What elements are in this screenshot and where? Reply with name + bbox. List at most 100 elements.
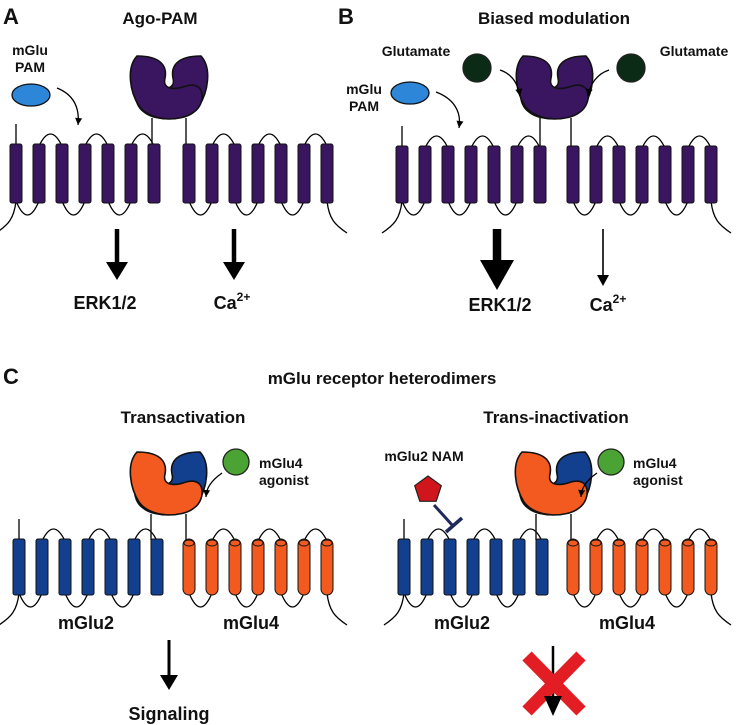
panel-b-tm-left-helix — [395, 145, 409, 204]
panel-c-left-tm-mglu2-helix — [12, 538, 26, 596]
panel-c-right-tm-mglu4-helix — [635, 538, 649, 596]
panel-c-title: mGlu receptor heterodimers — [268, 369, 497, 388]
panel-b-glutamate-right — [616, 53, 646, 83]
panel-c-left-tm-mglu4-helix — [228, 538, 242, 596]
panel-c-right-tm-mglu4-helix-cap — [567, 539, 579, 547]
panel-c-right-nam-label: mGlu2 NAM — [384, 448, 463, 464]
panel-c-right-tm-mglu2-loops — [383, 519, 543, 626]
panel-b-pam-label-line2: PAM — [349, 98, 379, 114]
panel-a-tm-right-helix — [182, 143, 196, 204]
panel-b-tm-right-helix — [635, 145, 649, 204]
panel-a-tm-right-helix — [297, 143, 311, 204]
panel-c-right-agonist-line2: agonist — [633, 472, 683, 488]
panel-c-right-subtitle: Trans-inactivation — [483, 408, 628, 427]
panel-c-right-nam-molecule — [413, 475, 443, 502]
panel-b-tm-left-helix — [510, 145, 524, 204]
panel-a-erk-arrow-head — [106, 262, 128, 280]
panel-c-left-tm-mglu4-helix — [320, 538, 334, 596]
panel-a-tm-left-helix — [9, 143, 23, 204]
panel-c-left-tm-mglu4-helix — [297, 538, 311, 596]
panel-c-left-tm-mglu4-helix — [251, 538, 265, 596]
panel-b-glutamate-right-arrow-head — [585, 88, 593, 96]
panel-c-right-tm-mglu4-helix-cap — [590, 539, 602, 547]
panel-c-left-tm-mglu4-helix-cap — [183, 539, 195, 547]
panel-c-right-tm-mglu4-helix-cap — [659, 539, 671, 547]
panel-b-pam-molecule — [390, 81, 430, 105]
panel-c-left-tm-mglu4-loops — [188, 528, 348, 626]
panel-c-letter: C — [3, 364, 19, 389]
panel-c-left-agonist-molecule — [222, 448, 250, 476]
panel-a-pam-arrow-head — [75, 117, 83, 125]
panel-a-tm-right-helix — [274, 143, 288, 204]
panel-c-right-mglu4-label: mGlu4 — [599, 613, 655, 633]
panel-c-right-tm-mglu4-helix — [589, 538, 603, 596]
panel-b-glutamate-left-label: Glutamate — [382, 43, 451, 59]
panel-c-right-blocked-arrow-head — [544, 696, 562, 716]
panel-a-tm-right-loops — [188, 133, 348, 234]
panel-b-tm-right-helix — [612, 145, 626, 204]
panel-c-left-agonist-arrow-head — [203, 489, 211, 497]
panel-b-pam-arrow — [435, 91, 461, 129]
panel-b-glutamate-left — [462, 53, 492, 83]
panel-c-left-tm-mglu4-helix — [274, 538, 288, 596]
panel-a-tm-right-helix — [320, 143, 334, 204]
panel-c-left-agonist-line1: mGlu4 — [259, 455, 303, 471]
panel-c-left-tm-mglu4-helix-cap — [298, 539, 310, 547]
panel-b-tm-left-loops — [381, 126, 541, 234]
panel-b-tm-left-helix — [464, 145, 478, 204]
panel-c-right-nam-inhibition-bar — [444, 516, 464, 534]
panel-a: A Ago-PAM mGlu PAM ERK1/2 Ca2+ — [3, 4, 250, 313]
panel-c-left-tm-mglu4-helix-cap — [321, 539, 333, 547]
panel-c-left-tm-mglu2-helix — [127, 538, 141, 596]
panel-c-right-tm-mglu4-loops — [572, 528, 732, 626]
panel-c-right-agonist-line1: mGlu4 — [633, 455, 677, 471]
panel-c-right-tm-mglu4-helix — [566, 538, 580, 596]
connectors-layer — [0, 118, 732, 626]
panel-c-right-nam-inhibition-line — [432, 503, 455, 528]
panel-b-output-erk: ERK1/2 — [468, 295, 531, 315]
panel-c-left-subtitle: Transactivation — [121, 408, 246, 427]
panel-c-right-tm-mglu2-helix — [535, 538, 549, 596]
panel-b-output-calcium: Ca2+ — [590, 292, 627, 315]
panel-c-left-tm-mglu2-helix — [81, 538, 95, 596]
panel-c-right-tm-mglu4-helix-cap — [613, 539, 625, 547]
panel-c-right-tm-mglu2-helix — [420, 538, 434, 596]
panel-c-right-tm-mglu4-helix — [658, 538, 672, 596]
panel-b-tm-right-helix — [704, 145, 718, 204]
panel-a-calcium-arrow-head — [223, 262, 245, 280]
panel-b-title: Biased modulation — [478, 9, 630, 28]
panel-b-pam-label-line1: mGlu — [346, 81, 382, 97]
panel-c-right-tm-mglu4-helix-cap — [636, 539, 648, 547]
panel-a-tm-left-helix — [147, 143, 161, 204]
panel-a-pam-molecule — [11, 83, 51, 107]
panel-c-left-tm-mglu2-helix — [58, 538, 72, 596]
panel-a-tm-right-helix — [228, 143, 242, 204]
panel-c-right-mglu2-label: mGlu2 — [434, 613, 490, 633]
panel-b-calcium-arrow-head — [597, 275, 609, 286]
panel-b-letter: B — [338, 4, 354, 29]
panel-b: B Biased modulation Glutamate Glutamate … — [338, 4, 728, 315]
panel-a-tm-left-loops — [0, 124, 155, 232]
panel-a-tm-left-helix — [55, 143, 69, 204]
panel-c-left-mglu4-label: mGlu4 — [223, 613, 279, 633]
panel-b-tm-right-helix — [658, 145, 672, 204]
panel-a-tm-right-helix — [251, 143, 265, 204]
panel-b-tm-left-helix — [533, 145, 547, 204]
panel-c-left-tm-mglu2-helix — [35, 538, 49, 596]
panel-a-pam-arrow — [56, 87, 79, 126]
panel-c-left-tm-mglu4-helix-cap — [252, 539, 264, 547]
panel-c-left-tm-mglu2-helix — [150, 538, 164, 596]
panel-b-tm-right-helix — [566, 145, 580, 204]
panel-a-tm-left-helix — [101, 143, 115, 204]
panel-a-tm-right-helix — [205, 143, 219, 204]
panel-c-right-agonist-molecule — [597, 448, 625, 476]
panel-c-right-tm-mglu4-helix — [704, 538, 718, 596]
panel-a-tm-left-helix — [78, 143, 92, 204]
panel-c-left-output-signaling: Signaling — [129, 704, 210, 724]
panel-b-glutamate-right-label: Glutamate — [660, 43, 729, 59]
panel-c-right-block-cross-b — [522, 651, 586, 716]
panel-c-left-agonist-arrow — [205, 472, 223, 498]
panel-a-pam-label-line1: mGlu — [12, 42, 48, 58]
panel-c-left-tm-mglu2-helix — [104, 538, 118, 596]
